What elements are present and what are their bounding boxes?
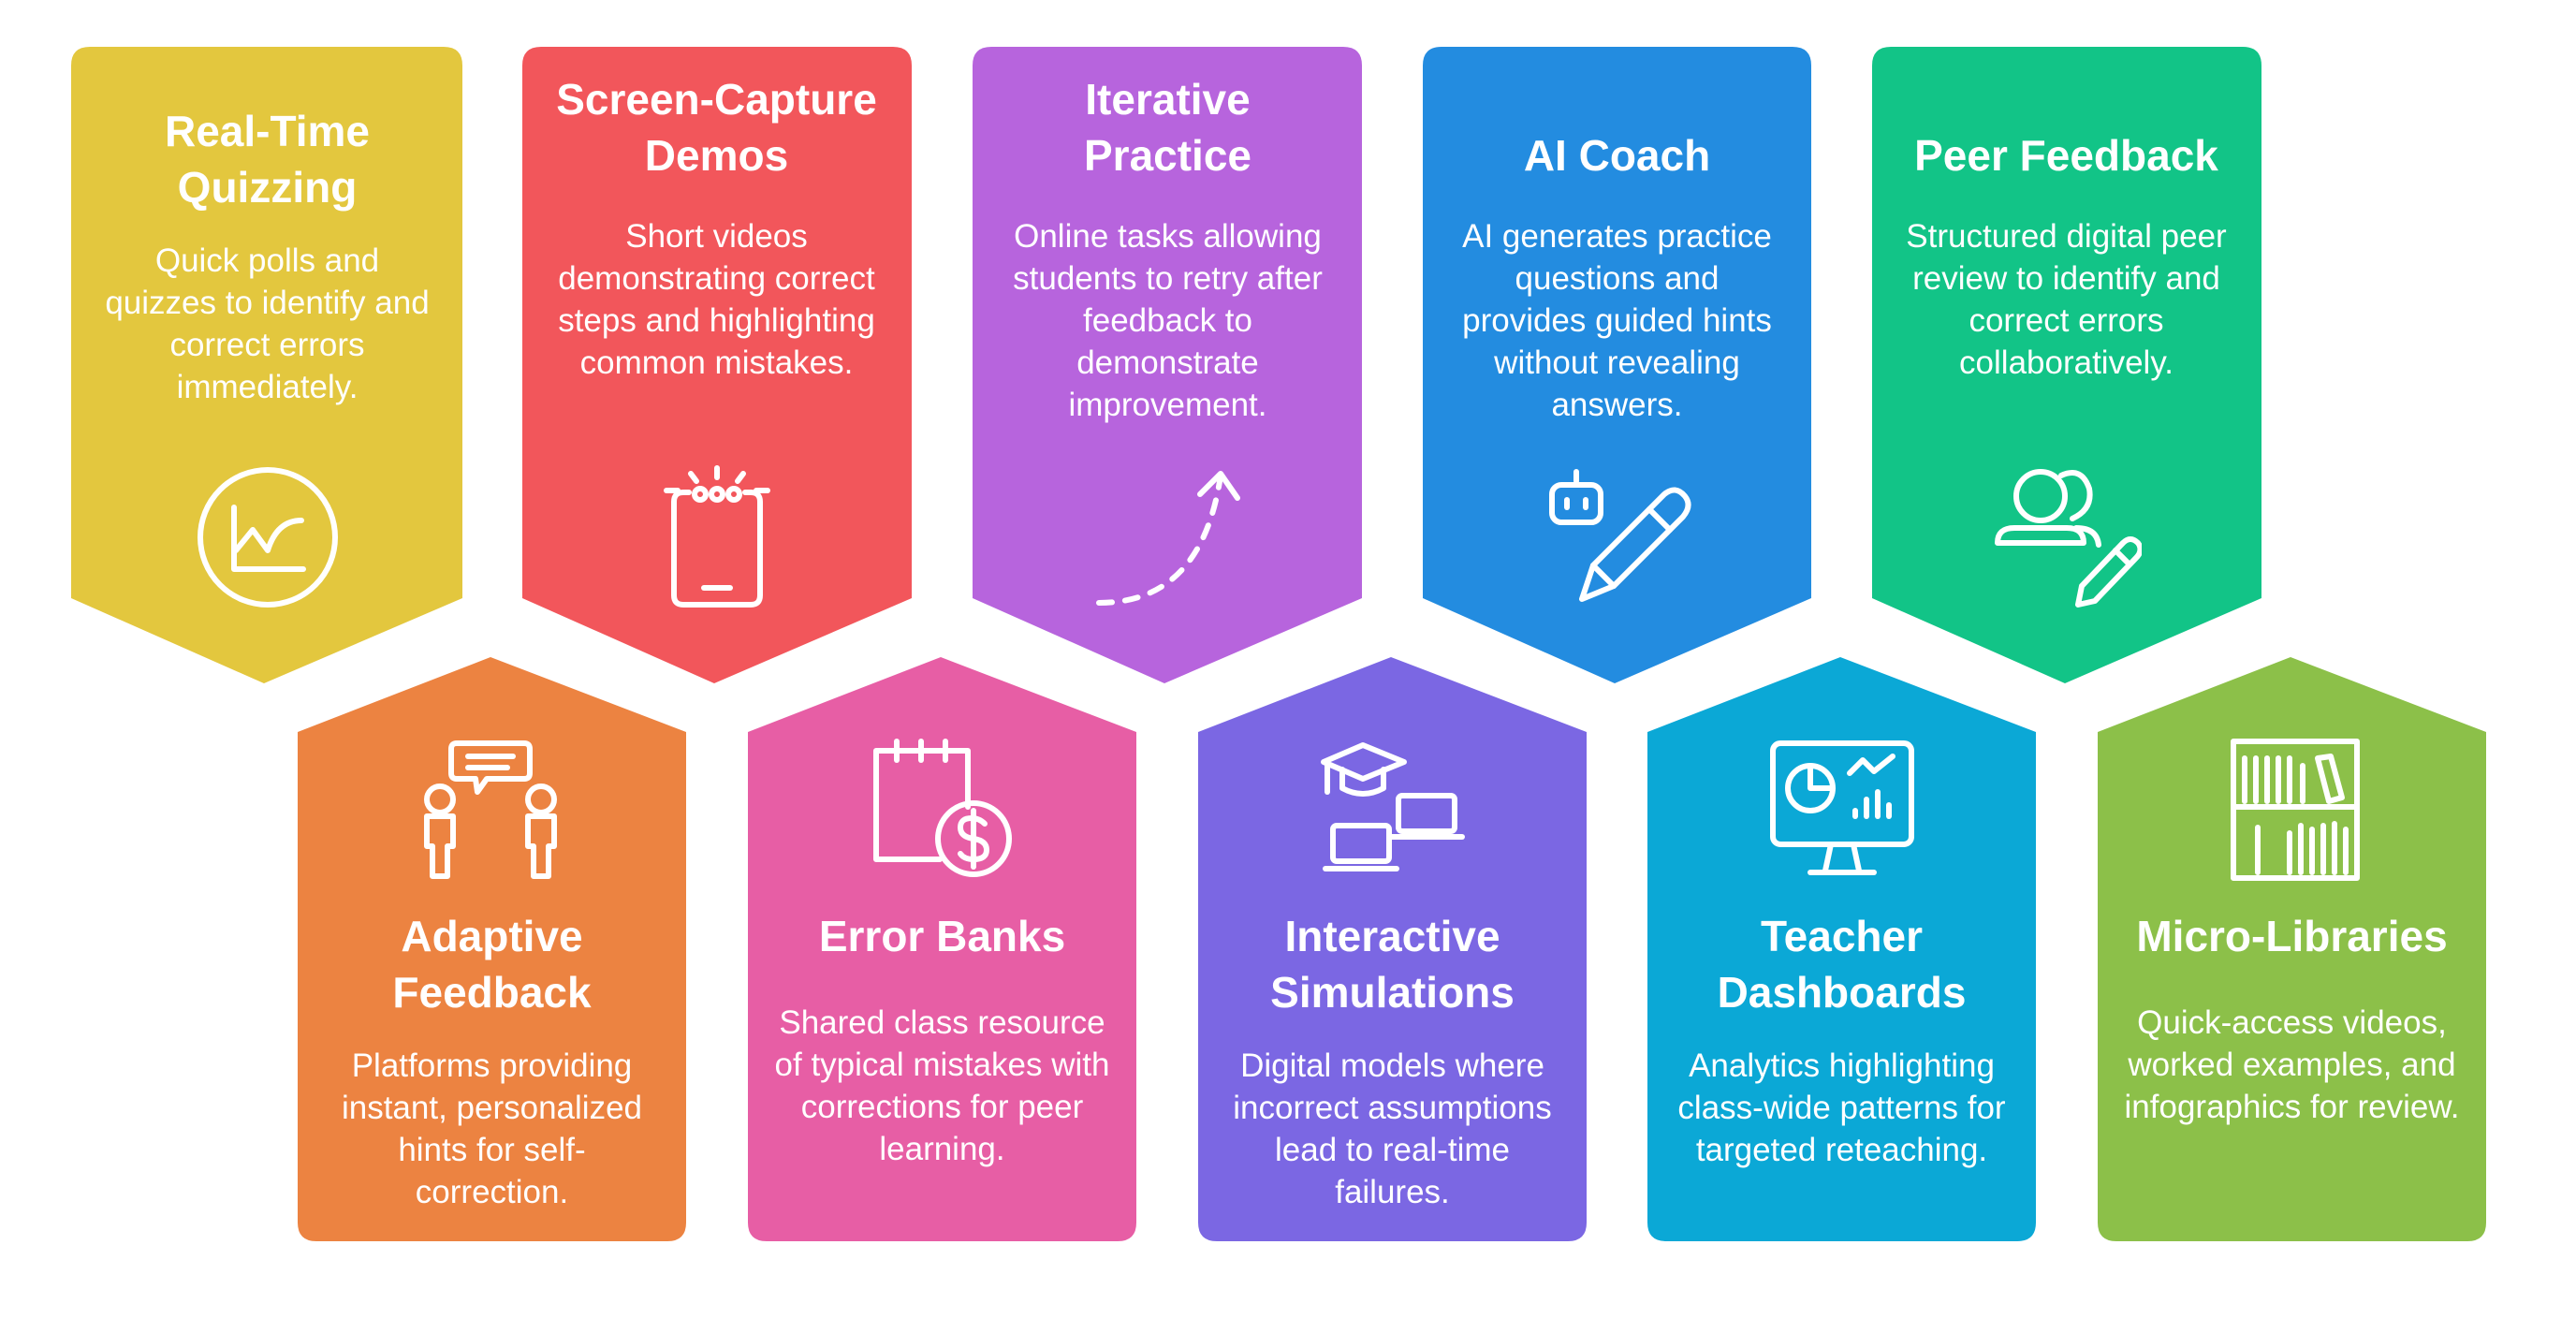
monitor-analytics-icon [1770, 740, 1914, 875]
card-title: Interactive Simulations [1270, 912, 1515, 1017]
card-ai-coach: AI Coach AI generates practice questions… [1423, 71, 1811, 426]
card-screen-capture-demos: Screen-Capture Demos Short videos demons… [522, 71, 911, 384]
calendar-dollar-icon [873, 739, 1012, 877]
card-interactive-simulations: Interactive Simulations Digital models w… [1198, 908, 1587, 1213]
card-shape-dashboards [1647, 657, 2036, 1241]
card-title: Adaptive Feedback [392, 912, 592, 1017]
card-title: Micro-Libraries [2136, 912, 2448, 960]
card-adaptive-feedback: Adaptive Feedback Platforms providing in… [298, 908, 686, 1213]
card-title: AI Coach [1523, 131, 1711, 180]
card-shape-quizzing [71, 47, 462, 683]
card-title: Peer Feedback [1914, 131, 2218, 180]
graduation-laptops-icon [1321, 742, 1465, 871]
smartphone-icon [664, 465, 770, 608]
robot-pencil-icon [1549, 469, 1691, 602]
card-shape-errorbanks [748, 657, 1136, 1241]
conversation-icon [424, 740, 557, 879]
curved-arrow-icon [1096, 471, 1240, 606]
card-teacher-dashboards: Teacher Dashboards Analytics highlightin… [1647, 908, 2036, 1171]
card-shape-screen [522, 47, 912, 683]
card-description: Online tasks allowing students to retry … [1013, 218, 1323, 423]
card-shape-iterative [973, 47, 1362, 683]
card-description: AI generates practice questions and prov… [1462, 218, 1772, 423]
card-title: Iterative Practice [1083, 75, 1251, 180]
card-peer-feedback: Peer Feedback Structured digital peer re… [1872, 71, 2261, 384]
card-real-time-quizzing: Real-Time Quizzing Quick polls and quizz… [73, 103, 461, 408]
card-shape-coach [1423, 47, 1811, 683]
card-description: Digital models where incorrect assumptio… [1233, 1047, 1552, 1210]
card-title: Screen-Capture Demos [556, 75, 877, 180]
card-title: Real-Time Quizzing [164, 107, 371, 212]
line-chart-icon [198, 467, 338, 608]
card-error-banks: Error Banks Shared class resource of typ… [748, 908, 1136, 1170]
card-title: Error Banks [818, 912, 1066, 960]
card-description: Shared class resource of typical mistake… [774, 1004, 1110, 1167]
people-pencil-icon [1995, 469, 2142, 608]
card-shape-adaptive [298, 657, 686, 1241]
card-description: Platforms providing instant, personalize… [341, 1047, 643, 1210]
card-shape-libraries [2098, 657, 2486, 1241]
card-shape-simulations [1198, 657, 1587, 1241]
card-description: Analytics highlighting class-wide patter… [1677, 1047, 2006, 1168]
card-micro-libraries: Micro-Libraries Quick-access videos, wor… [2098, 908, 2486, 1128]
card-description: Structured digital peer review to identi… [1906, 218, 2227, 381]
card-description: Short videos demonstrating correct steps… [558, 218, 875, 381]
card-description: Quick polls and quizzes to identify and … [105, 242, 430, 405]
card-iterative-practice: Iterative Practice Online tasks allowing… [973, 71, 1362, 426]
bookshelf-icon [2231, 739, 2360, 881]
card-description: Quick-access videos, worked examples, an… [2124, 1004, 2460, 1125]
card-shape-peer [1872, 47, 2261, 683]
card-title: Teacher Dashboards [1717, 912, 1967, 1017]
